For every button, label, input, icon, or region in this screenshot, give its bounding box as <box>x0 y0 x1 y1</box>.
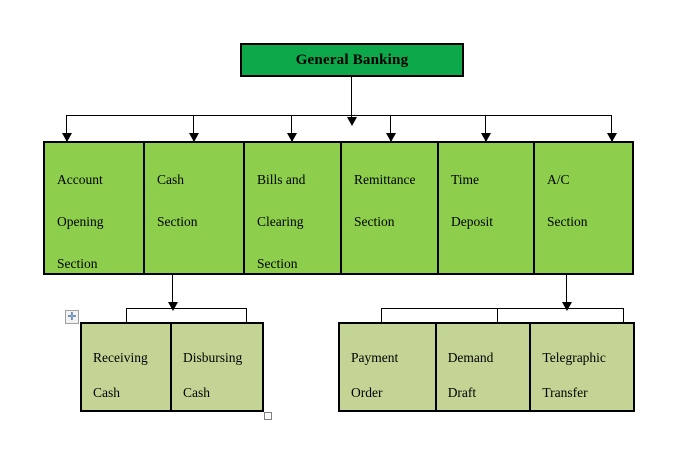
node-label-line2: Cash <box>183 385 210 400</box>
connector-cash-bus <box>126 308 246 309</box>
node-label-line1: Telegraphic <box>542 350 606 365</box>
connector-remittance-stem <box>566 275 567 308</box>
node-label-line1: Time <box>451 172 480 187</box>
connector-leg-payment-order <box>381 308 382 333</box>
arrow-to-ac-section <box>607 133 617 142</box>
node-label-line2: Order <box>351 385 383 400</box>
connector-leg-remittance <box>390 115 391 141</box>
node-ac-section[interactable]: A/C Section <box>535 143 632 273</box>
node-bills-and-clearing-section[interactable]: Bills and Clearing Section <box>245 143 342 273</box>
main-sections-band: Account Opening Section Cash Section Bil… <box>43 141 634 275</box>
node-label: General Banking <box>295 51 409 68</box>
node-label-line2: Draft <box>447 385 477 400</box>
node-remittance-section[interactable]: Remittance Section <box>342 143 439 273</box>
node-payment-order[interactable]: Payment Order <box>340 324 437 410</box>
node-account-opening-section[interactable]: Account Opening Section <box>45 143 145 273</box>
node-label-line1: Account <box>57 172 103 187</box>
node-label-line1: Demand <box>447 350 494 365</box>
node-label-line1: Receiving <box>93 350 148 365</box>
connector-cash-stem <box>172 275 173 308</box>
connector-leg-account <box>66 115 67 141</box>
connector-leg-receiving-cash <box>126 308 127 333</box>
node-label-line2: Clearing <box>257 214 304 229</box>
connector-leg-telegraphic-transfer <box>623 308 624 333</box>
node-label-line1: Remittance <box>354 172 416 187</box>
node-label-line2: Opening <box>57 214 104 229</box>
node-label-line2: Transfer <box>542 385 588 400</box>
node-label-line1: Bills and <box>257 172 306 187</box>
connector-leg-bills <box>291 115 292 141</box>
node-label-line3: Section <box>57 256 98 271</box>
node-receiving-cash[interactable]: Receiving Cash <box>82 324 172 410</box>
node-label-line3: Section <box>257 256 298 271</box>
table-resize-handle[interactable] <box>264 412 272 420</box>
table-move-handle[interactable]: ✛ <box>65 310 79 324</box>
node-time-deposit[interactable]: Time Deposit <box>439 143 535 273</box>
connector-main-bus <box>66 115 611 116</box>
node-general-banking[interactable]: General Banking <box>240 43 464 77</box>
node-label-line2: Deposit <box>451 214 493 229</box>
node-label-line1: A/C <box>547 172 570 187</box>
connector-leg-time-deposit <box>485 115 486 141</box>
arrow-to-time-deposit <box>481 133 491 142</box>
connector-leg-demand-draft <box>497 308 498 333</box>
arrow-to-cash-section <box>189 133 199 142</box>
connector-leg-ac-section <box>611 115 612 141</box>
arrow-to-bills-and-clearing-section <box>287 133 297 142</box>
node-label-line2: Cash <box>93 385 120 400</box>
node-demand-draft[interactable]: Demand Draft <box>437 324 532 410</box>
arrow-cash-to-bar <box>168 302 178 311</box>
node-label-line1: Cash <box>157 172 184 187</box>
node-cash-section[interactable]: Cash Section <box>145 143 245 273</box>
node-telegraphic-transfer[interactable]: Telegraphic Transfer <box>531 324 633 410</box>
arrow-to-account-opening-section <box>62 133 72 142</box>
node-disbursing-cash[interactable]: Disbursing Cash <box>172 324 262 410</box>
node-label-line2: Section <box>547 214 588 229</box>
node-label-line1: Payment <box>351 350 399 365</box>
move-cross-icon: ✛ <box>67 310 77 323</box>
node-label-line2: Section <box>354 214 395 229</box>
cash-children-band: Receiving Cash Disbursing Cash <box>80 322 264 412</box>
node-label-line1: Disbursing <box>183 350 243 365</box>
connector-leg-disbursing-cash <box>246 308 247 333</box>
connector-leg-cash <box>193 115 194 141</box>
connector-root-stem <box>351 77 352 123</box>
arrow-root-to-bar <box>347 117 357 126</box>
connector-remittance-bus <box>381 308 623 309</box>
arrow-remittance-to-bar <box>562 302 572 311</box>
arrow-to-remittance-section <box>386 133 396 142</box>
remittance-children-band: Payment Order Demand Draft Telegraphic T… <box>338 322 635 412</box>
node-label-line2: Section <box>157 214 198 229</box>
